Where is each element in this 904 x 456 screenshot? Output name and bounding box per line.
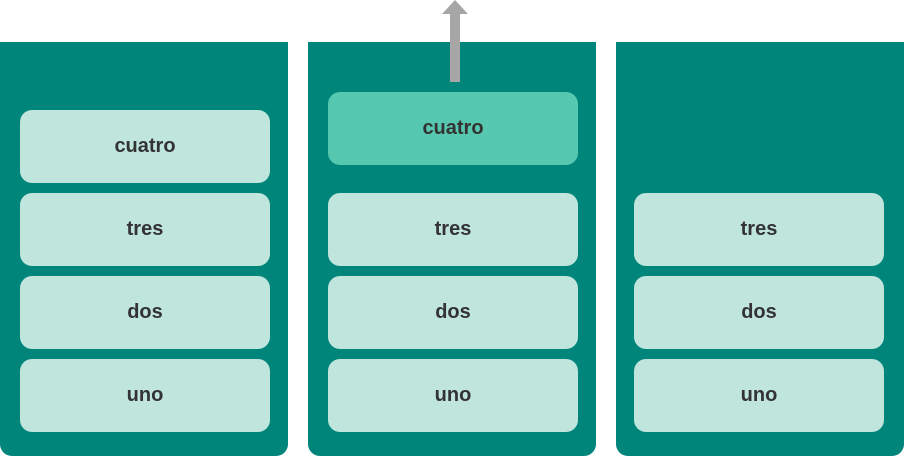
stack-item-cuatro: cuatro	[20, 110, 270, 183]
stack-item-uno: uno	[20, 359, 270, 432]
up-arrow-icon	[442, 0, 468, 82]
stack-panel-before: cuatro tres dos uno	[0, 42, 288, 456]
stack-item-dos: dos	[634, 276, 884, 349]
stack-item-tres: tres	[20, 193, 270, 266]
up-arrow-shape	[442, 0, 468, 82]
stack-item-tres: tres	[634, 193, 884, 266]
stack-item-dos: dos	[328, 276, 578, 349]
stack-panel-popping: cuatro tres dos uno	[308, 42, 596, 456]
stack-panel-after: tres dos uno	[616, 42, 904, 456]
stack-item-tres: tres	[328, 193, 578, 266]
stack-item-uno: uno	[634, 359, 884, 432]
stack-item-dos: dos	[20, 276, 270, 349]
stack-item-uno: uno	[328, 359, 578, 432]
stack-item-cuatro-popped: cuatro	[328, 92, 578, 165]
